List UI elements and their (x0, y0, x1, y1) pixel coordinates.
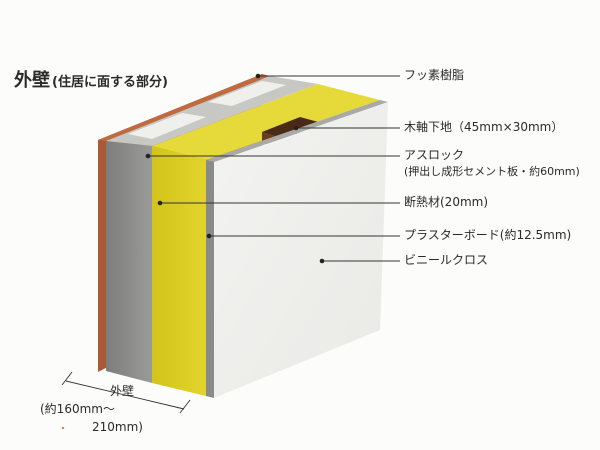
label-insulation: 断熱材(20mm) (404, 195, 489, 209)
insulation-front-face (152, 146, 206, 396)
asrock-hollow-1 (128, 113, 206, 139)
dimension-value-line1: (約160mm〜 (40, 402, 115, 416)
dot-insulation (157, 200, 163, 206)
label-wood-furring: 木軸下地（45mm×30mm） (404, 120, 564, 134)
plasterboard-edge (206, 160, 214, 398)
asrock-hollow-2 (208, 81, 286, 106)
vinyl-cloth-surface (214, 102, 388, 398)
dimension-value-line2: 210mm) (92, 420, 143, 434)
dot-plasterboard (206, 233, 212, 239)
fluororesin-top (98, 74, 270, 141)
dot-fluororesin (255, 73, 261, 79)
label-asrock: アスロック (404, 148, 465, 162)
dim-tick-left (61, 371, 73, 386)
dim-main-line (65, 380, 185, 410)
label-fluororesin: フッ素樹脂 (404, 68, 465, 82)
insulation-top (152, 84, 380, 160)
page-title: 外壁(住居に面する部分) (14, 66, 168, 92)
plasterboard-face (206, 100, 388, 162)
dot-wood-furring (293, 125, 299, 131)
leader-lines (148, 75, 400, 262)
dim-tick-right (179, 399, 191, 414)
title-sub: (住居に面する部分) (52, 75, 168, 90)
dot-asrock (145, 153, 151, 159)
wood-furring (262, 117, 322, 139)
dim-mark (61, 426, 65, 430)
asrock-front-face (106, 141, 152, 383)
label-asrock-note: (押出し成形セメント板・約60mm) (404, 165, 580, 178)
dimension-lines (61, 371, 191, 414)
dimension-label: 外壁 (110, 384, 135, 398)
leader-dots (145, 73, 325, 264)
dot-vinyl-cloth (319, 258, 325, 264)
label-vinyl-cloth: ビニールクロス (404, 253, 489, 267)
title-main: 外壁 (14, 70, 50, 91)
label-plasterboard: プラスターボード(約12.5mm) (404, 228, 572, 242)
